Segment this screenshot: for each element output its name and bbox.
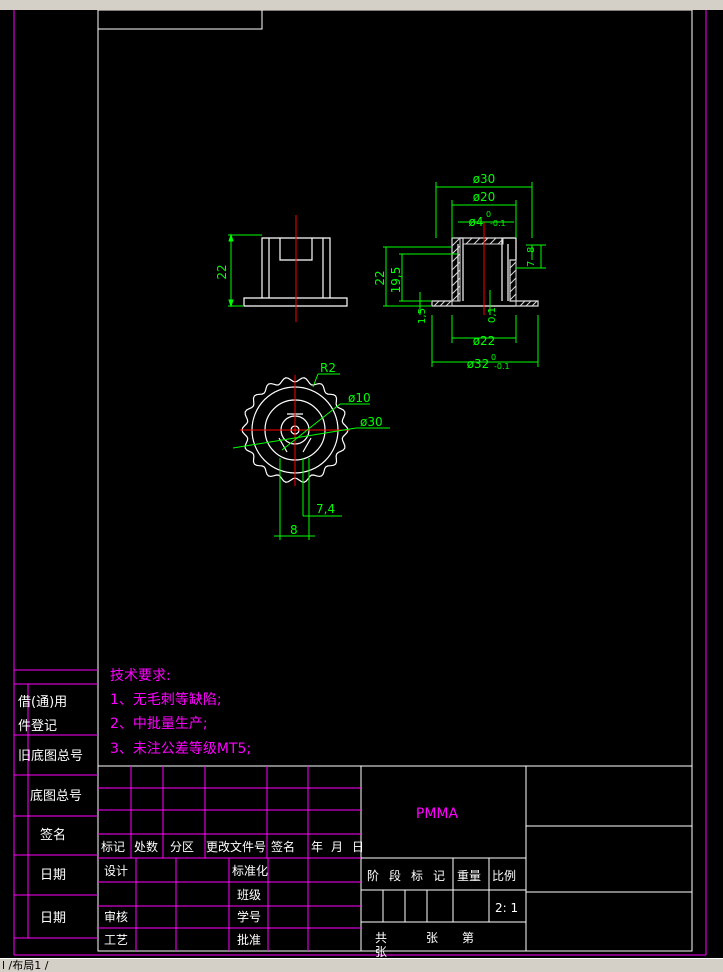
rev-header: 月 xyxy=(331,840,343,854)
drawing-canvas[interactable]: 22 xyxy=(0,9,723,959)
sign-mid: 学号 xyxy=(237,909,261,924)
sec-top-dia: ø30 xyxy=(473,172,496,186)
strip-label: 底图总号 xyxy=(30,788,82,804)
top-74: 7,4 xyxy=(316,502,335,516)
strip-label: 件登记 xyxy=(18,719,57,734)
sec-dia32: ø32 xyxy=(467,357,490,371)
top-8: 8 xyxy=(290,523,298,537)
sheet-frame xyxy=(13,10,707,956)
rev-header: 年 xyxy=(311,840,323,854)
strip-label: 签名 xyxy=(40,827,66,843)
sec-height-22: 22 xyxy=(373,270,387,285)
sign-left: 设计 xyxy=(104,864,128,878)
rev-header: 签名 xyxy=(271,839,295,854)
sec-right-b: 8 xyxy=(526,247,537,253)
rev-header: 处数 xyxy=(134,839,158,854)
sign-mid: 班级 xyxy=(237,888,261,902)
technical-requirements: 技术要求: 1、无毛刺等缺陷; 2、中批量生产; 3、未注公差等级MT5; xyxy=(110,668,251,757)
stage-header: 重量 xyxy=(457,869,481,883)
sec-mid-dia: ø20 xyxy=(473,190,496,204)
sec-right-a: 7 xyxy=(526,261,537,267)
front-view: 22 xyxy=(215,215,348,322)
tech-req-item: 2、中批量生产; xyxy=(110,716,208,732)
tech-req-item: 1、无毛刺等缺陷; xyxy=(110,691,222,708)
section-view: ø30 ø20 ø4 0 -0.1 7 8 22 19,5 1,5 0,1 ø2… xyxy=(373,172,546,371)
section-hatch xyxy=(431,237,539,307)
tech-req-title: 技术要求: xyxy=(110,668,171,684)
layout-tab-label[interactable]: l /布局1 / xyxy=(2,959,49,972)
sign-mid: 标准化 xyxy=(232,864,268,878)
rev-header: 更改文件号 xyxy=(206,839,266,854)
sheet-zhang2: 张 xyxy=(375,945,387,958)
stage-header: 标 xyxy=(411,869,423,883)
sec-hole-dia: ø4 xyxy=(469,215,484,229)
sign-left: 审核 xyxy=(104,909,128,924)
sec-dia32-tol-low: -0.1 xyxy=(494,362,510,371)
sec-hole-tol-low: -0.1 xyxy=(490,219,506,228)
strip-label: 日期 xyxy=(40,911,66,926)
top-d30: ø30 xyxy=(360,415,383,429)
sec-height-195: 19,5 xyxy=(389,267,403,294)
stage-header: 阶 xyxy=(367,869,379,883)
top-d10: ø10 xyxy=(348,391,371,405)
top-r2: R2 xyxy=(320,361,336,375)
stage-header: 记 xyxy=(433,869,445,883)
scale-value: 2: 1 xyxy=(495,901,518,915)
strip-label: 旧底图总号 xyxy=(18,748,83,764)
sec-dia32-tol-up: 0 xyxy=(491,353,496,362)
stage-header: 段 xyxy=(389,868,401,883)
rev-header: 标记 xyxy=(101,840,125,854)
sign-mid: 批准 xyxy=(237,932,261,947)
sec-flange: 1,5 xyxy=(417,308,428,324)
strip-label: 借(通)用 xyxy=(18,695,67,710)
sheet-di: 第 xyxy=(462,931,474,945)
material-label: PMMA xyxy=(416,806,459,822)
left-strip: 借(通)用 件登记 旧底图总号 底图总号 签名 日期 日期 xyxy=(14,669,98,939)
rev-header: 日 xyxy=(352,840,364,854)
sheet-total: 共 xyxy=(375,931,387,945)
sec-inner: 0,1 xyxy=(487,307,498,323)
sec-dia22: ø22 xyxy=(473,334,496,348)
tech-req-item: 3、未注公差等级MT5; xyxy=(110,740,251,757)
top-view: R2 ø10 ø30 7,4 8 xyxy=(232,361,390,540)
title-block: PMMA 标记 处数 分区 更改文件号 签名 年 月 日 设计 标准化 班级 审… xyxy=(98,765,692,959)
stage-header: 比例 xyxy=(492,869,516,883)
layout-tab-bar[interactable]: l /布局1 / xyxy=(0,958,723,972)
cad-drawing: 22 xyxy=(13,9,707,959)
sign-left: 工艺 xyxy=(104,933,128,947)
drawing-border xyxy=(97,9,693,952)
front-height-dim: 22 xyxy=(215,264,229,279)
rev-header: 分区 xyxy=(170,840,194,854)
sec-hole-tol-up: 0 xyxy=(486,210,491,219)
sheet-zhang: 张 xyxy=(426,931,438,945)
strip-label: 日期 xyxy=(40,868,66,883)
